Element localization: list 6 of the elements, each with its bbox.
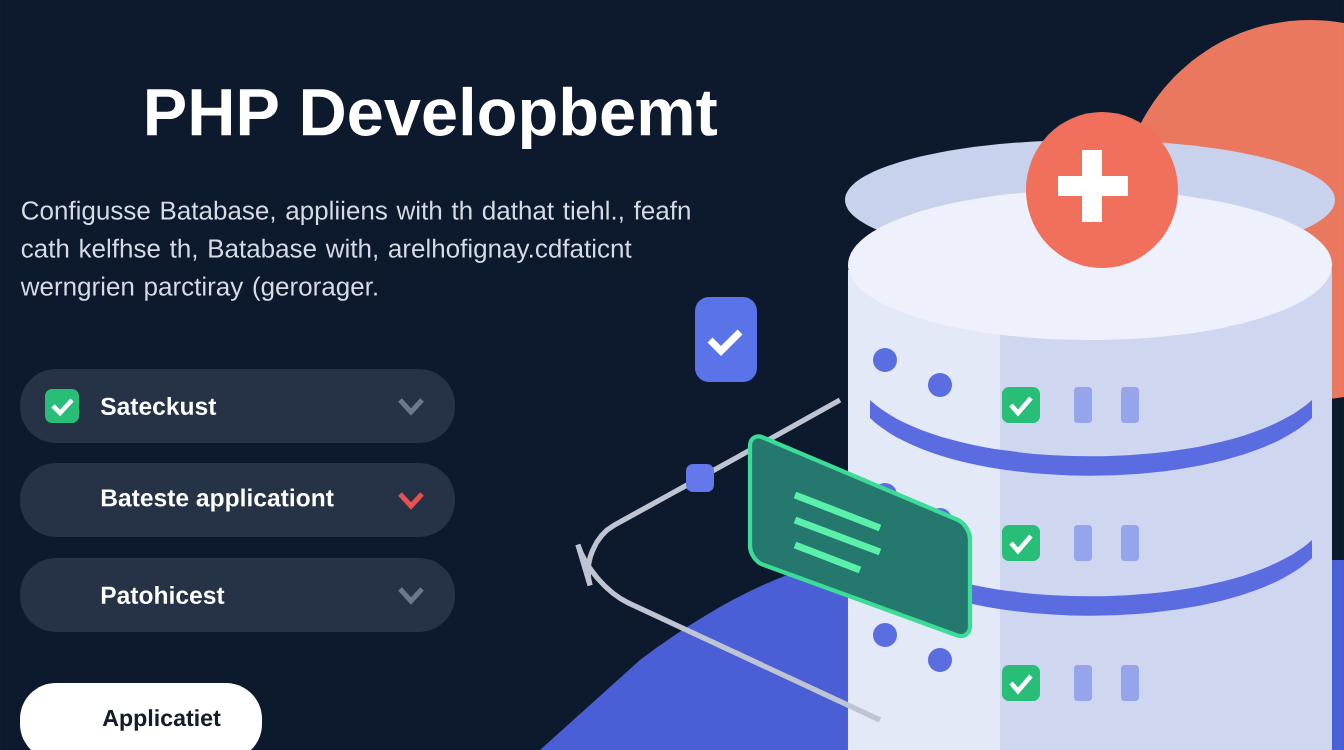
list-item: Sateckust <box>20 369 455 443</box>
button: Applicatiet <box>20 683 262 750</box>
list-item: Bateste applicationt <box>20 463 455 537</box>
title: PHP Developbemt <box>147 86 717 150</box>
list-item: Patohicest <box>20 558 455 632</box>
description-text: Configusse Batabase, appliiens with th dathat tiehl., feafn cath kelfhse th, Batabase with, arelhofignay.cdfaticnt werngrien parctiray (gerorager. <box>20 200 690 301</box>
